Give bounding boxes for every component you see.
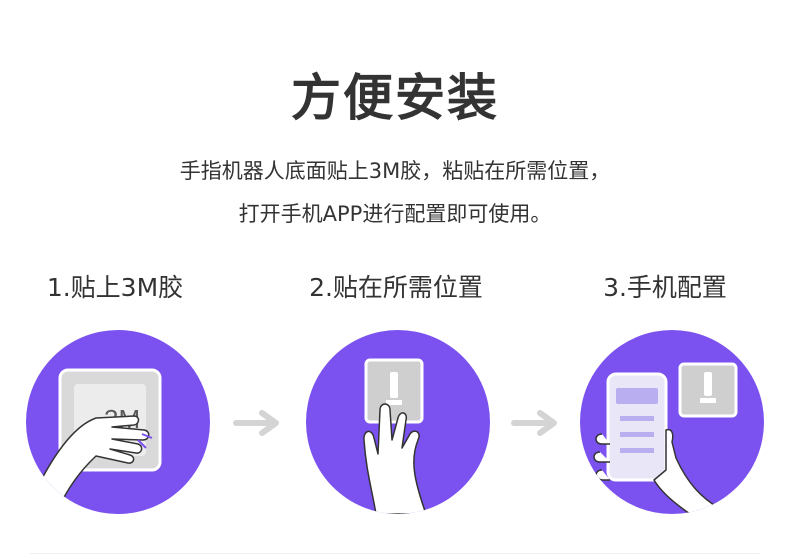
hand-peel-icon: 3M [35, 368, 162, 514]
subtitle-line-2: 打开手机APP进行配置即可使用。 [238, 202, 552, 226]
hand-hold-device-icon [363, 358, 427, 514]
page-title: 方便安装 [291, 69, 499, 127]
step-3-label: 3.手机配置 [603, 273, 727, 302]
bottom-divider [30, 553, 760, 554]
step-2-label: 2.贴在所需位置 [309, 273, 483, 302]
subtitle-line-1: 手指机器人底面贴上3M胶，粘贴在所需位置， [179, 159, 611, 183]
step-2-illustration [306, 330, 490, 514]
step-1-illustration: 3M [26, 330, 210, 514]
hand-phone-icon [593, 362, 738, 514]
step-1-label: 1.贴上3M胶 [46, 273, 184, 302]
arrow-right-icon [511, 410, 557, 436]
arrow-right-icon [233, 410, 279, 436]
step-3-illustration [580, 330, 764, 514]
